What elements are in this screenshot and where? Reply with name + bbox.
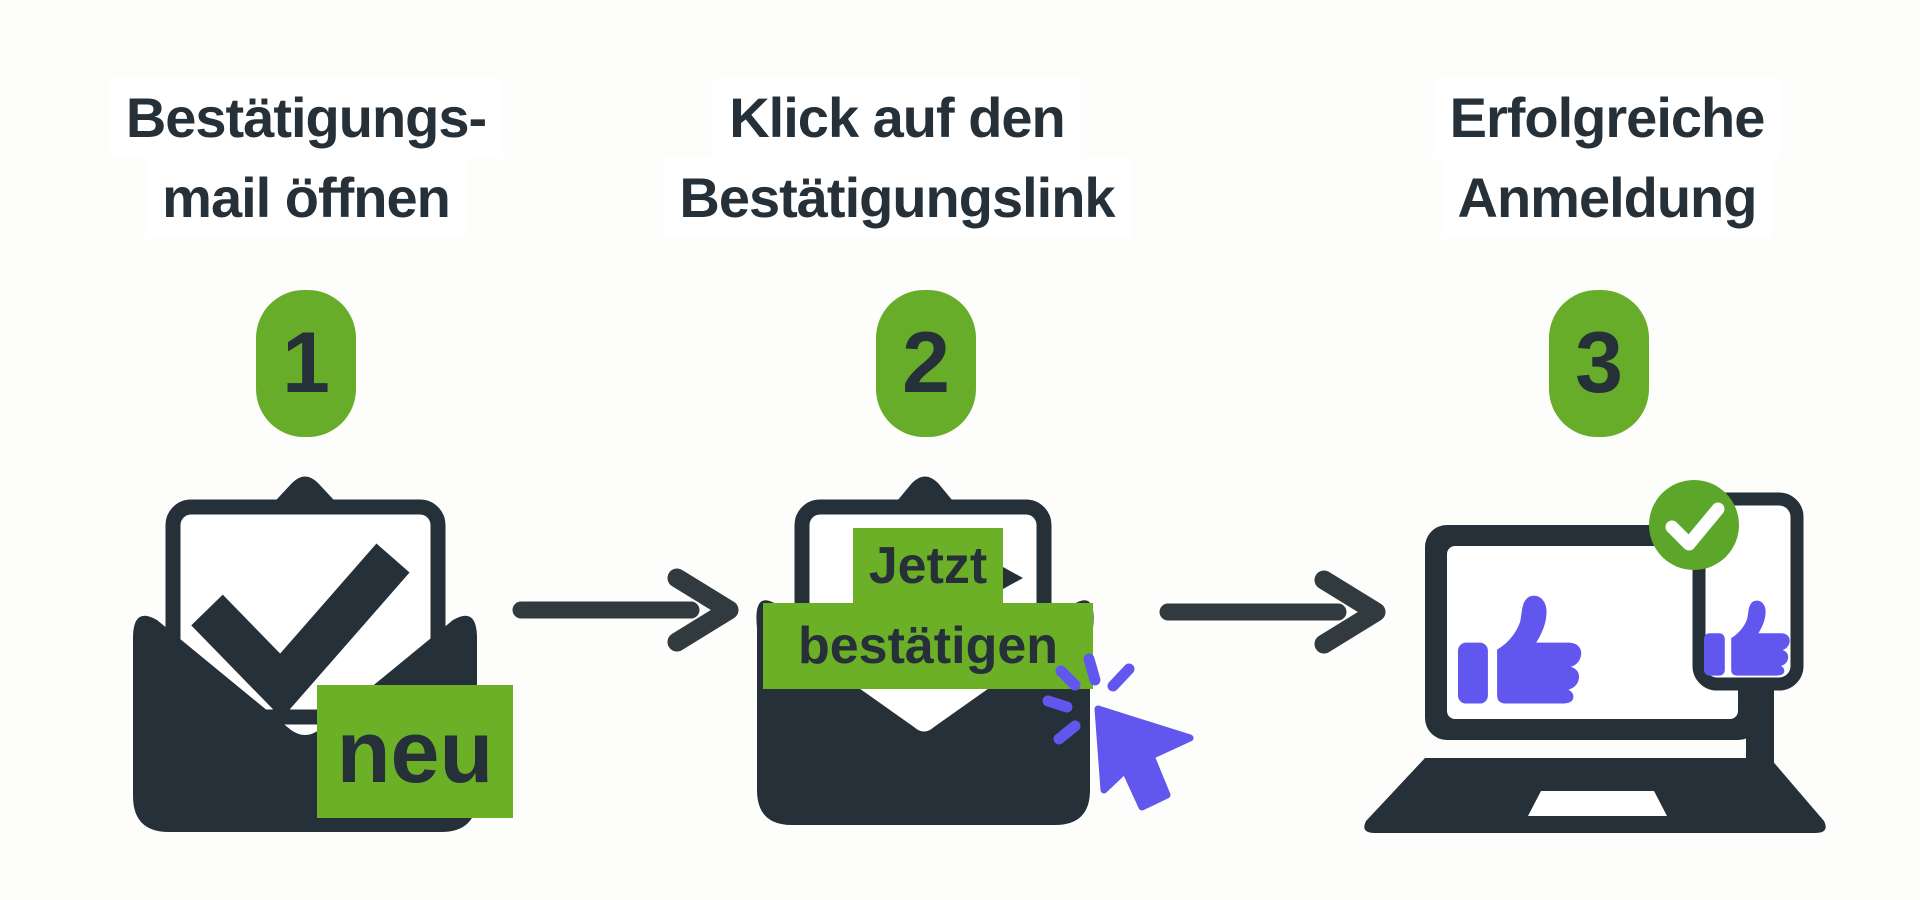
neu-badge-label: neu bbox=[336, 701, 494, 801]
envelope-opening bbox=[856, 686, 992, 732]
step3-number-badge: 3 bbox=[1549, 290, 1649, 437]
step1-title-line2: mail öffnen bbox=[76, 158, 536, 238]
click-cursor-icon bbox=[1042, 653, 1194, 811]
thumbs-up-icon bbox=[1458, 595, 1582, 704]
step1-title-line1: Bestätigungs- bbox=[76, 78, 536, 158]
confirm-button-line2: bestätigen bbox=[763, 603, 1093, 689]
small-right-triangle-icon bbox=[1003, 567, 1023, 589]
success-check-circle bbox=[1649, 480, 1739, 570]
phone-notch bbox=[1723, 493, 1773, 505]
step1-title: Bestätigungs- mail öffnen bbox=[76, 78, 536, 238]
success-checkmark bbox=[1665, 502, 1725, 551]
confirm-button-line1: Jetzt bbox=[853, 528, 1003, 604]
step2-title-line1: Klick auf den bbox=[617, 78, 1177, 158]
right-arrow-icon bbox=[512, 568, 739, 652]
step2-title: Klick auf den Bestätigungslink bbox=[617, 78, 1177, 238]
step2-number-badge: 2 bbox=[876, 290, 976, 437]
step1-number-badge: 1 bbox=[256, 290, 356, 437]
step3-title-line2: Anmeldung bbox=[1377, 158, 1837, 238]
click-burst bbox=[1042, 653, 1135, 745]
step3-title-line1: Erfolgreiche bbox=[1377, 78, 1837, 158]
pointer-arrow bbox=[1094, 705, 1194, 811]
step2-title-line2: Bestätigungslink bbox=[617, 158, 1177, 238]
right-arrow-icon bbox=[1159, 570, 1386, 654]
checkmark bbox=[191, 543, 410, 719]
laptop-phone-success-icon bbox=[1364, 480, 1826, 833]
step3-title: Erfolgreiche Anmeldung bbox=[1377, 78, 1837, 238]
neu-badge: neu bbox=[317, 685, 513, 818]
thumbs-up-icon bbox=[1704, 600, 1790, 676]
laptop-trackpad-notch bbox=[1528, 791, 1667, 816]
